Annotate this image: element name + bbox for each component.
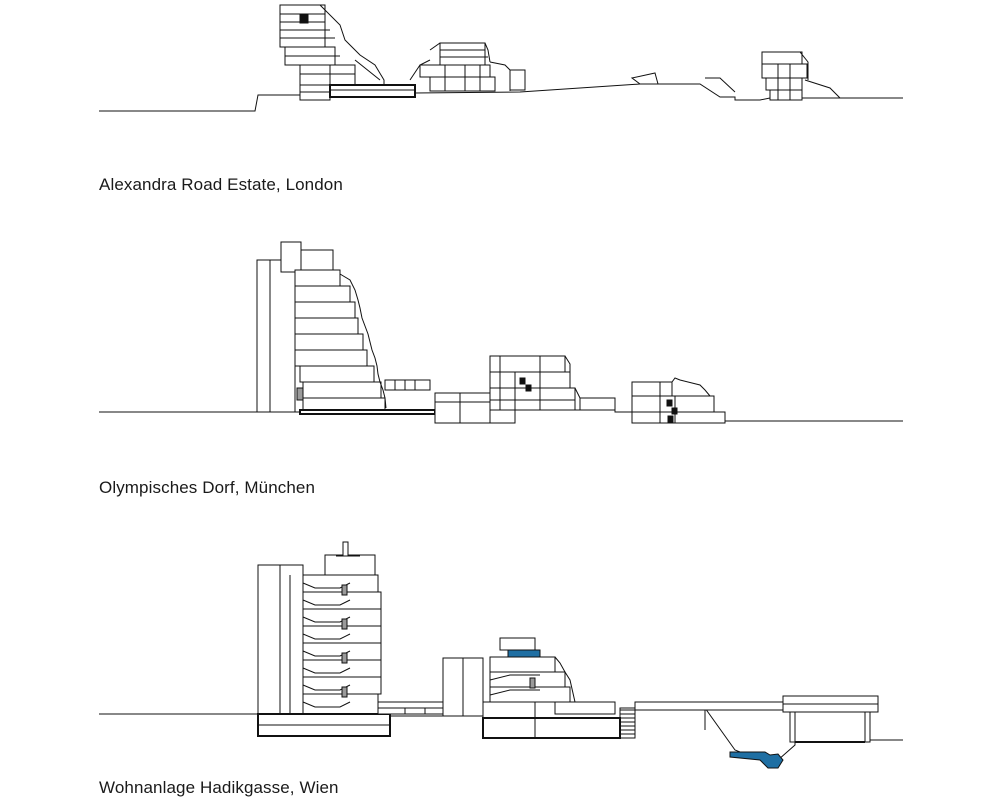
section-caption: Olympisches Dorf, München <box>99 478 316 497</box>
terrace-stack <box>294 269 386 411</box>
section-caption: Alexandra Road Estate, London <box>99 175 343 194</box>
section-alexandra-road: Alexandra Road Estate, London <box>0 0 1000 200</box>
stair-hatch <box>619 707 636 739</box>
pool-basin <box>729 751 784 769</box>
section-caption: Wohnanlage Hadikgasse, Wien <box>99 778 339 797</box>
section-olympisches-dorf: Olympisches Dorf, München <box>0 230 1000 510</box>
alexandra-road-section-drawing <box>99 4 903 112</box>
hadikgasse-section-drawing <box>99 541 903 769</box>
section-wohnanlage-hadikgasse: Wohnanlage Hadikgasse, Wien <box>0 530 1000 800</box>
olympisches-dorf-section-drawing <box>99 241 903 424</box>
pool-accent <box>507 649 541 658</box>
